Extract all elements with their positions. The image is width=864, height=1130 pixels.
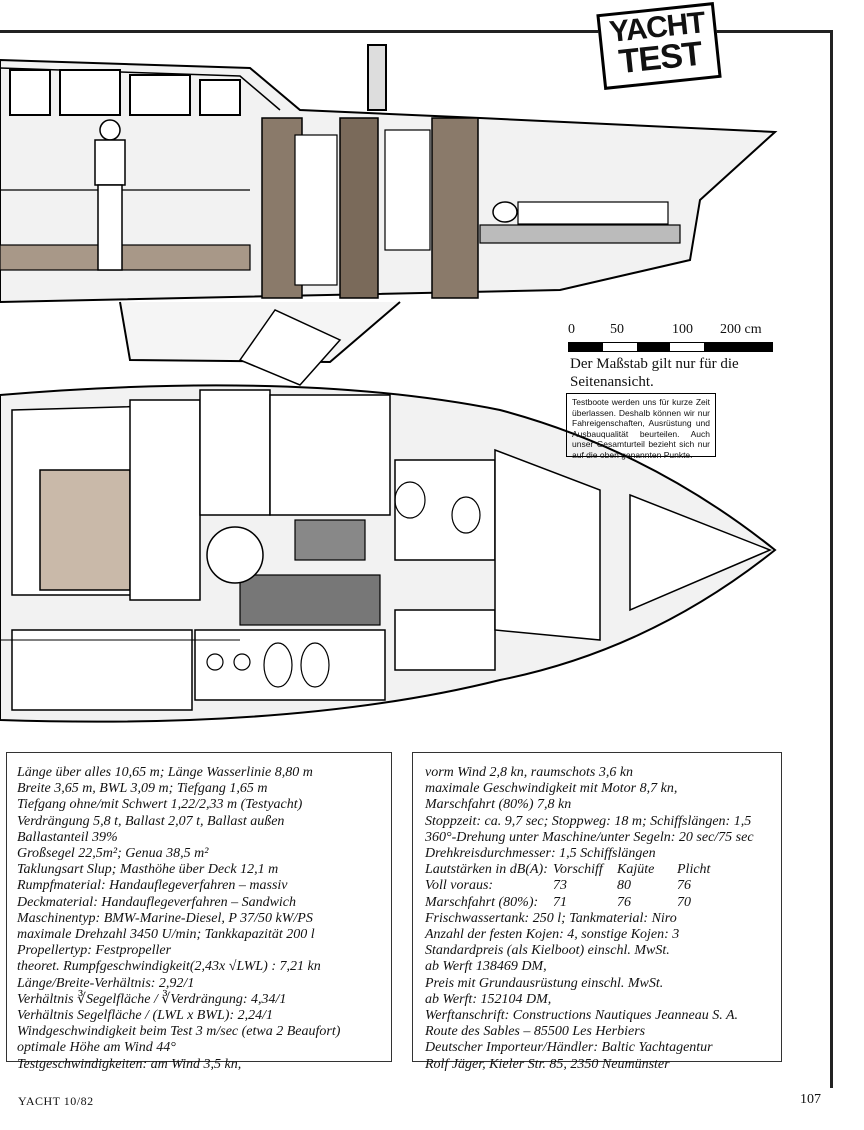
- spec-line: Deckmaterial: Handauflegeverfahren – San…: [17, 894, 297, 910]
- specifications-right-column: vorm Wind 2,8 kn, raumschots 3,6 kn maxi…: [412, 752, 782, 1072]
- page-header-strip: [0, 0, 864, 30]
- spec-line: Maschinentyp: BMW-Marine-Diesel, P 37/50…: [17, 910, 313, 926]
- scale-bar-legend: 0 50 100 200 cm: [568, 322, 773, 352]
- scale-note: Der Maßstab gilt nur für die Seitenansic…: [570, 356, 739, 390]
- scale-label-100: 100: [672, 322, 693, 337]
- spec-line: theoret. Rumpfgeschwindigkeit(2,43x √LWL…: [17, 959, 321, 975]
- spec-line: Windgeschwindigkeit beim Test 3 m/sec (e…: [17, 1024, 341, 1040]
- spec-line: Verhältnis ∛Segelfläche / ∛Verdrängung: …: [17, 991, 287, 1007]
- spec-line: Breite 3,65 m, BWL 3,09 m; Tiefgang 1,65…: [17, 781, 268, 797]
- page-number: 107: [800, 1092, 821, 1107]
- spec-line: ab Werft 138469 DM,: [425, 959, 547, 975]
- yacht-test-badge: YACHT TEST: [596, 2, 722, 90]
- magazine-issue: YACHT 10/82: [18, 1094, 94, 1108]
- noise-cell: 70: [677, 894, 691, 910]
- spec-line: Marschfahrt (80%) 7,8 kn: [425, 797, 572, 813]
- spec-line: Stoppzeit: ca. 9,7 sec; Stoppweg: 18 m; …: [425, 813, 752, 829]
- spec-line: Großsegel 22,5m²; Genua 38,5 m²: [17, 846, 209, 862]
- spec-line: Länge/Breite-Verhältnis: 2,92/1: [17, 975, 195, 991]
- spec-line: Rumpfmaterial: Handauflegeverfahren – ma…: [17, 878, 288, 894]
- noise-cell: 73: [553, 878, 567, 894]
- scale-label-0: 0: [568, 322, 575, 337]
- spec-line: Länge über alles 10,65 m; Länge Wasserli…: [17, 765, 313, 780]
- spec-line: Verdrängung 5,8 t, Ballast 2,07 t, Balla…: [17, 813, 285, 829]
- noise-table-header: Lautstärken in dB(A): Vorschiff Kajüte P…: [425, 862, 775, 878]
- spec-line: Propellertyp: Festpropeller: [17, 943, 172, 959]
- noise-header-vorschiff: Vorschiff: [553, 862, 603, 878]
- spec-line: Rolf Jäger, Kieler Str. 85, 2350 Neumüns…: [425, 1056, 670, 1072]
- test-disclaimer-box: Testboote werden uns für kurze Zeit über…: [566, 393, 716, 460]
- noise-header-kajuete: Kajüte: [617, 862, 655, 878]
- spec-line: optimale Höhe am Wind 44°: [17, 1040, 176, 1056]
- spec-line: Werftanschrift: Constructions Nautiques …: [425, 1008, 739, 1024]
- spec-line: maximale Geschwindigkeit mit Motor 8,7 k…: [425, 781, 678, 797]
- spec-line: Route des Sables – 85500 Les Herbiers: [425, 1024, 646, 1040]
- noise-table-row: Voll voraus: 73 80 76: [425, 878, 775, 894]
- spec-line: Testgeschwindigkeiten: am Wind 3,5 kn,: [17, 1056, 242, 1072]
- scale-labels: 0 50 100 200 cm: [568, 322, 773, 340]
- spec-line: vorm Wind 2,8 kn, raumschots 3,6 kn: [425, 765, 634, 780]
- spec-line: 360°-Drehung unter Maschine/unter Segeln…: [425, 829, 754, 845]
- badge-line-2: TEST: [617, 34, 704, 82]
- noise-cell: 71: [553, 894, 567, 910]
- spec-line: Anzahl der festen Kojen: 4, sonstige Koj…: [425, 927, 680, 943]
- boat-drawings: [0, 44, 778, 723]
- noise-cell: 76: [677, 878, 691, 894]
- spec-line: Deutscher Importeur/Händler: Baltic Yach…: [425, 1040, 713, 1056]
- spec-line: Tiefgang ohne/mit Schwert 1,22/2,33 m (T…: [17, 797, 303, 813]
- noise-cell: 76: [617, 894, 631, 910]
- noise-row-label: Voll voraus:: [425, 878, 494, 894]
- noise-header-plicht: Plicht: [677, 862, 711, 878]
- spec-line: Ballastanteil 39%: [17, 829, 118, 845]
- spec-line: Standardpreis (als Kielboot) einschl. Mw…: [425, 943, 670, 959]
- side-elevation-drawing: [0, 44, 778, 386]
- spec-line: Verhältnis Segelfläche / (LWL x BWL): 2,…: [17, 1008, 273, 1024]
- spec-line: Frischwassertank: 250 l; Tankmaterial: N…: [425, 910, 677, 926]
- noise-header-label: Lautstärken in dB(A):: [425, 862, 548, 878]
- spec-line: Preis mit Grundausrüstung einschl. MwSt.: [425, 975, 664, 991]
- deck-plan-drawing: [0, 384, 777, 723]
- spec-line: maximale Drehzahl 3450 U/min; Tankkapazi…: [17, 927, 315, 943]
- noise-cell: 80: [617, 878, 631, 894]
- specifications-left-column: Länge über alles 10,65 m; Länge Wasserli…: [6, 752, 392, 1072]
- spec-line: Drehkreisdurchmesser: 1,5 Schiffslängen: [425, 846, 656, 862]
- spec-line: Taklungsart Slup; Masthöhe über Deck 12,…: [17, 862, 279, 878]
- noise-table-row: Marschfahrt (80%): 71 76 70: [425, 895, 775, 911]
- scale-bar: [568, 342, 773, 352]
- scale-label-50: 50: [610, 322, 624, 337]
- page-frame: [0, 30, 833, 1088]
- noise-row-label: Marschfahrt (80%):: [425, 894, 539, 910]
- spec-line: ab Werft: 152104 DM,: [425, 991, 552, 1007]
- scale-label-200: 200 cm: [720, 322, 762, 337]
